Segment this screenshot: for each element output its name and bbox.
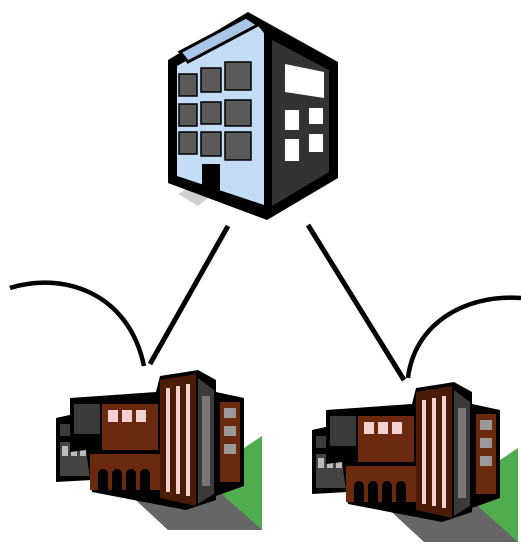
- connector-line-left: [150, 226, 228, 364]
- office-tower-icon: [168, 12, 338, 220]
- brick-building-icon: [312, 382, 518, 542]
- connector-arc-right: [408, 298, 521, 378]
- brick-building-icon: [56, 370, 262, 530]
- connector-line-right: [308, 225, 404, 380]
- connector-arc-left: [10, 283, 144, 366]
